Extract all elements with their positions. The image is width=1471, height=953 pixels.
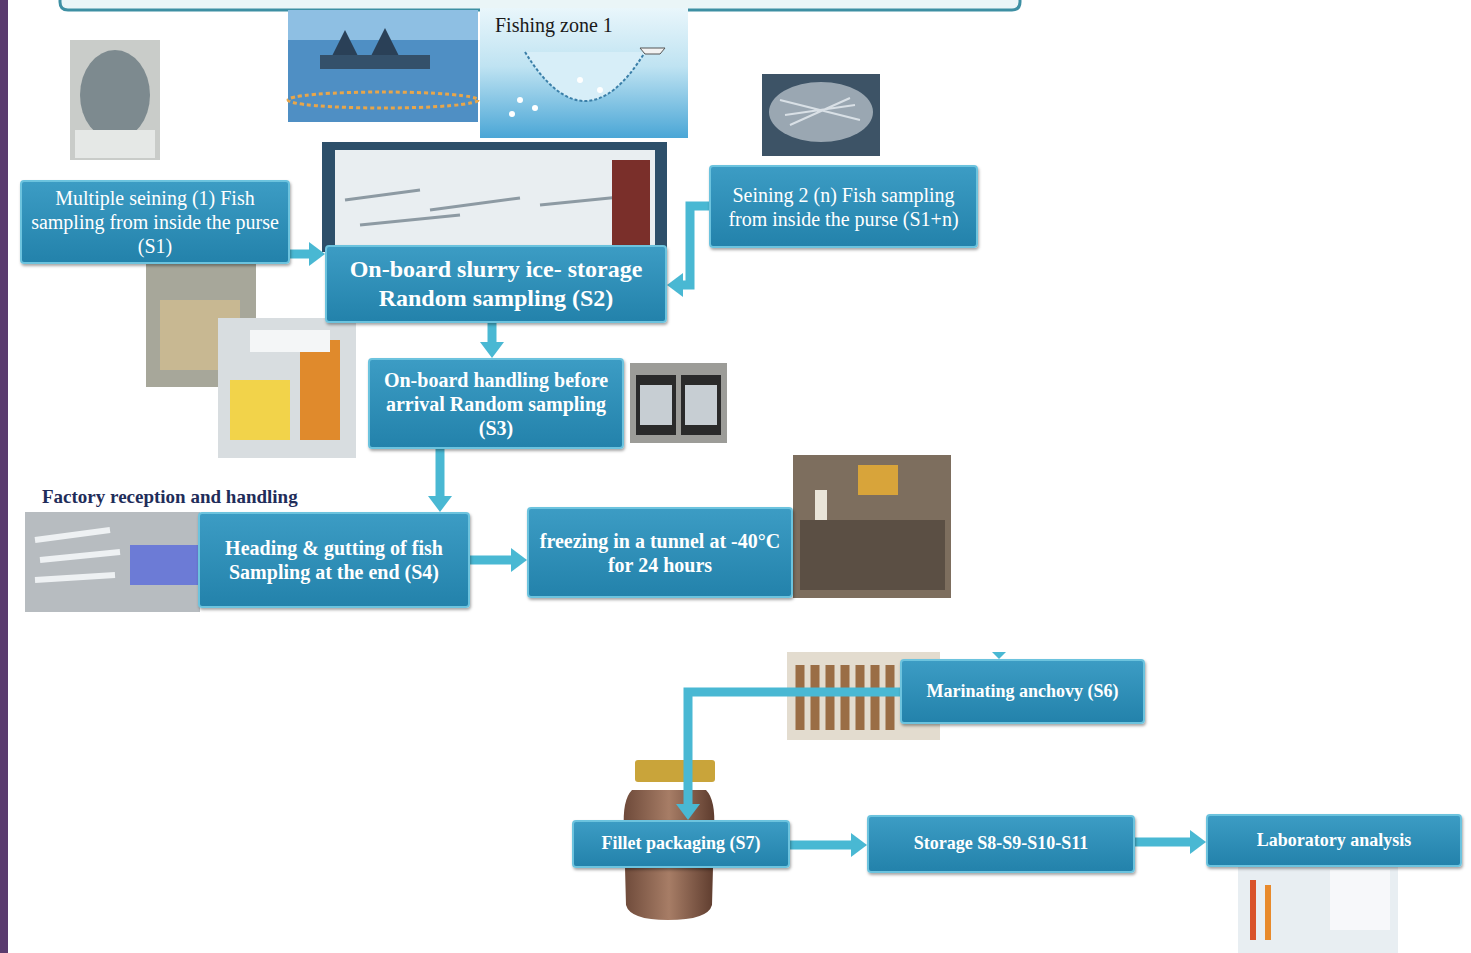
arrow-shaft <box>683 206 709 285</box>
arrow-shaft <box>1135 838 1190 847</box>
gutting-table-photo <box>25 512 200 612</box>
anchovy-catch-photo <box>762 74 880 156</box>
process-box: Laboratory analysis <box>1206 814 1462 867</box>
box-text: Storage S8-S9-S10-S11 <box>914 833 1089 855</box>
process-box: Heading & gutting of fish Sampling at th… <box>198 512 470 608</box>
slurry-ice-photo <box>322 142 667 252</box>
flow-arrow <box>790 833 867 857</box>
arrow-shaft <box>436 449 445 496</box>
box-text: On-board handling before arrival Random … <box>378 368 614 440</box>
process-box: Marinating anchovy (S6) <box>900 659 1145 724</box>
laboratory-photo <box>1238 866 1398 953</box>
flow-arrow <box>480 323 504 358</box>
arrow-head <box>428 496 452 512</box>
arrow-head <box>480 342 504 358</box>
arrow-head <box>851 833 867 857</box>
arrow-head <box>1190 830 1206 854</box>
box-text: Laboratory analysis <box>1257 830 1412 852</box>
process-box: Fillet packaging (S7) <box>572 820 790 868</box>
process-box: freezing in a tunnel at -40°C for 24 hou… <box>527 507 793 598</box>
arrow-head <box>511 548 527 572</box>
arrow-shaft <box>470 556 511 565</box>
process-box: Multiple seining (1) Fish sampling from … <box>20 180 290 264</box>
arrow-shaft <box>790 841 851 850</box>
flow-arrow <box>428 449 452 512</box>
box-text: Seining 2 (n) Fish sampling from inside … <box>719 183 968 231</box>
box-text: Fillet packaging (S7) <box>601 833 760 855</box>
process-box: Seining 2 (n) Fish sampling from inside … <box>709 165 978 248</box>
flow-arrow <box>676 692 900 820</box>
fish-trays-photo <box>630 363 727 443</box>
box-text: freezing in a tunnel at -40°C for 24 hou… <box>537 529 783 577</box>
flow-arrow <box>1135 830 1206 854</box>
flow-arrow <box>470 548 527 572</box>
box-text: Heading & gutting of fish Sampling at th… <box>208 536 460 584</box>
freezing-tunnel-photo <box>793 455 951 598</box>
net-catch-photo <box>70 40 160 160</box>
flow-arrow <box>290 242 325 266</box>
fishing-zone-figure <box>480 8 688 138</box>
arrow-shaft <box>688 692 900 804</box>
arrow-head <box>676 804 700 820</box>
caption-label: Factory reception and handling <box>42 486 298 508</box>
arrow-shaft <box>488 323 497 342</box>
purse-seine-photo <box>288 10 478 122</box>
process-box: On-board slurry ice- storage Random samp… <box>325 245 667 323</box>
side-bar <box>0 0 8 953</box>
incoming-arrow-stub <box>992 652 1006 659</box>
arrow-head <box>309 242 325 266</box>
box-text: Marinating anchovy (S6) <box>926 681 1118 703</box>
flow-arrow <box>667 206 709 297</box>
process-box: Storage S8-S9-S10-S11 <box>867 815 1135 873</box>
caption-label: Fishing zone 1 <box>495 14 613 37</box>
process-box: On-board handling before arrival Random … <box>368 358 624 449</box>
box-text: On-board slurry ice- storage Random samp… <box>335 255 657 313</box>
arrow-shaft <box>290 250 309 259</box>
box-text: Multiple seining (1) Fish sampling from … <box>30 186 280 258</box>
arrow-head <box>667 273 683 297</box>
